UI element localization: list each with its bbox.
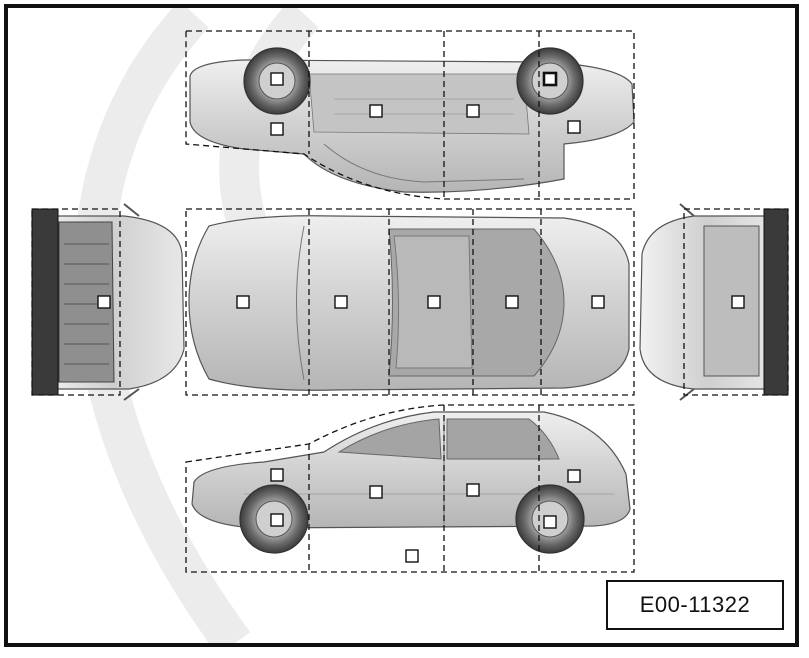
rear-view xyxy=(639,203,789,401)
measure-point-marker xyxy=(405,549,419,563)
underbody-view xyxy=(185,30,635,200)
measure-point-marker xyxy=(466,104,480,118)
measure-point-marker xyxy=(97,295,111,309)
underbody-dashed-grid xyxy=(185,30,635,200)
measure-point-marker xyxy=(591,295,605,309)
measure-point-marker xyxy=(505,295,519,309)
measure-point-marker xyxy=(236,295,250,309)
measure-point-marker xyxy=(270,513,284,527)
measure-point-marker xyxy=(270,72,284,86)
measure-point-marker xyxy=(567,469,581,483)
front-dashed-box xyxy=(31,208,121,396)
measure-point-marker xyxy=(369,104,383,118)
measure-point-marker xyxy=(567,120,581,134)
top-dashed-grid xyxy=(185,208,635,396)
front-view xyxy=(31,203,185,401)
measure-point-marker xyxy=(334,295,348,309)
measure-point-marker xyxy=(543,515,557,529)
measure-point-marker xyxy=(542,71,558,87)
top-view xyxy=(185,208,635,396)
side-points xyxy=(270,468,581,563)
side-dashed-grid xyxy=(185,404,635,573)
measure-point-marker xyxy=(466,483,480,497)
measure-point-marker xyxy=(369,485,383,499)
top-points xyxy=(236,295,605,309)
measure-point-marker xyxy=(270,468,284,482)
side-view xyxy=(185,404,635,573)
car-measurement-diagram xyxy=(31,8,789,643)
measure-point-marker xyxy=(270,122,284,136)
measure-point-marker xyxy=(731,295,745,309)
figure-code-label: E00-11322 xyxy=(606,580,784,630)
underbody-points xyxy=(270,71,581,136)
measure-point-marker xyxy=(427,295,441,309)
figure-frame: E00-11322 xyxy=(4,4,799,647)
rear-dashed-box xyxy=(683,208,789,396)
